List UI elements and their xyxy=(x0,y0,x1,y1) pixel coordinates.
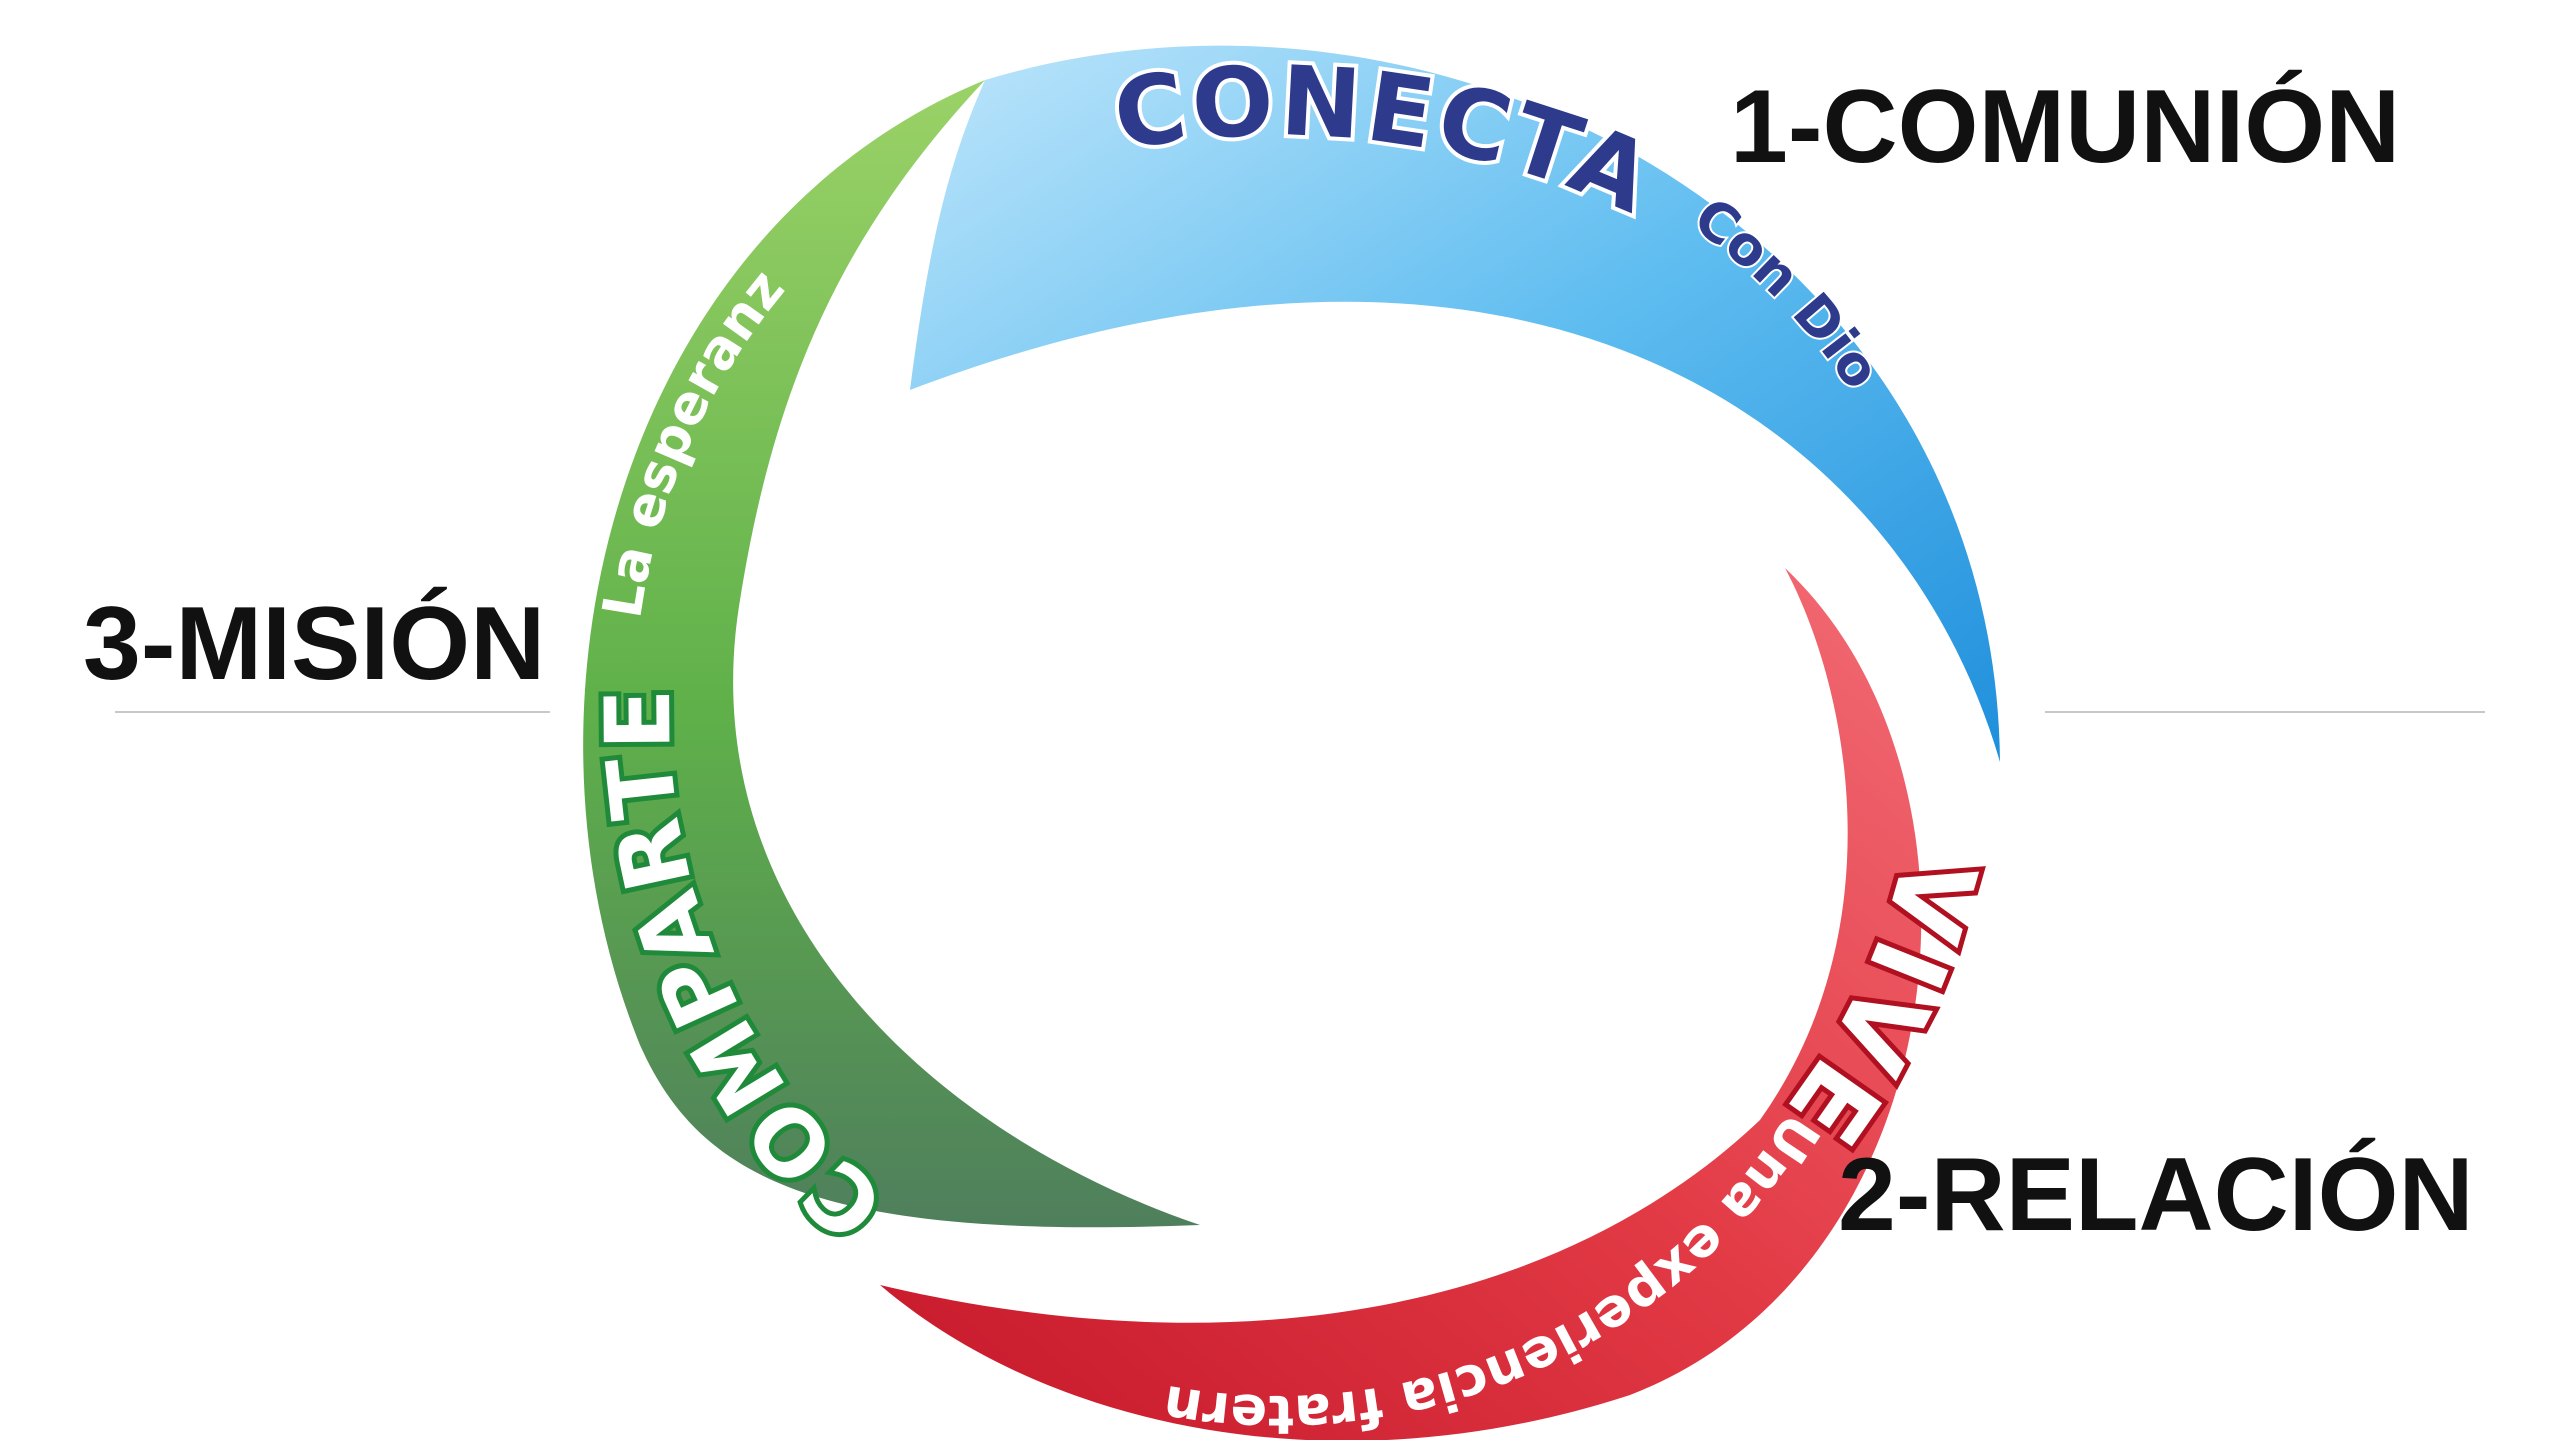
divider-right xyxy=(2045,711,2485,713)
divider-left xyxy=(115,711,550,713)
comparte-arc xyxy=(583,80,1200,1228)
stage-label-comunion: 1-COMUNIÓN xyxy=(1730,69,2401,185)
stage-label-relacion: 2-RELACIÓN xyxy=(1838,1137,2474,1253)
stage-label-mision: 3-MISIÓN xyxy=(83,586,546,702)
comparte-title: COMPARTE xyxy=(586,684,905,1260)
conecta-arc xyxy=(910,45,2000,762)
vive-arc xyxy=(880,568,1922,1441)
